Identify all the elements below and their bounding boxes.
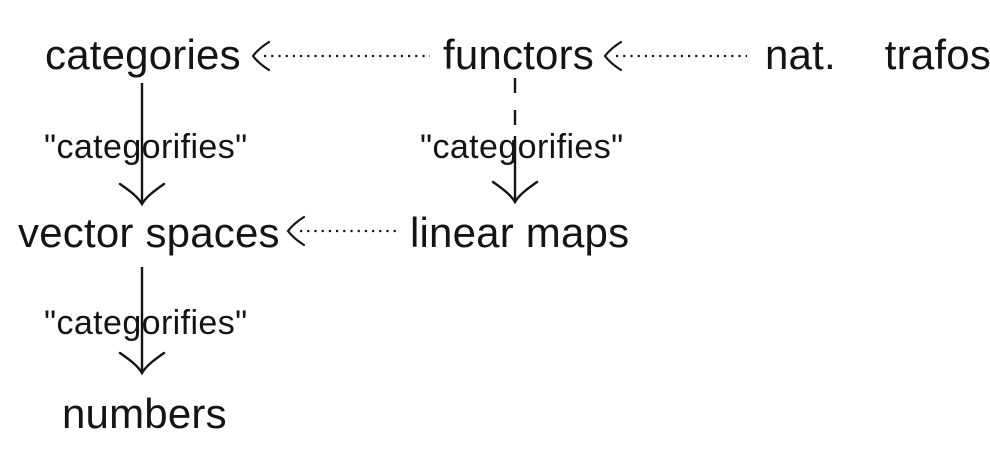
edge-label-categorifies-left: "categorifies" xyxy=(44,128,248,166)
down-arrowhead-icon xyxy=(118,351,166,376)
down-arrowhead-icon xyxy=(491,180,539,205)
node-functors: functors xyxy=(443,31,594,78)
arrow-functors-to-linear-maps xyxy=(491,78,539,205)
node-nat-trafos: nat. trafos xyxy=(765,31,990,78)
left-arrowhead-icon xyxy=(251,40,271,72)
arrow-vector-spaces-to-numbers xyxy=(118,267,166,376)
node-vector-spaces: vector spaces xyxy=(18,209,280,256)
edge-label-categorifies-bottom: "categorifies" xyxy=(44,304,248,342)
node-linear-maps: linear maps xyxy=(410,209,630,256)
dotted-arrow-functors-to-categories xyxy=(251,40,430,72)
dotted-arrow-nat-trafos-to-functors xyxy=(603,40,747,72)
arrow-categories-to-vector-spaces xyxy=(118,83,166,207)
node-categories: categories xyxy=(45,31,241,78)
edge-label-categorifies-middle: "categorifies" xyxy=(420,128,624,166)
left-arrowhead-icon xyxy=(603,40,623,72)
down-arrowhead-icon xyxy=(118,182,166,207)
node-numbers: numbers xyxy=(62,390,227,437)
dotted-arrow-linear-maps-to-vector-spaces xyxy=(286,215,397,247)
left-arrowhead-icon xyxy=(286,215,306,247)
